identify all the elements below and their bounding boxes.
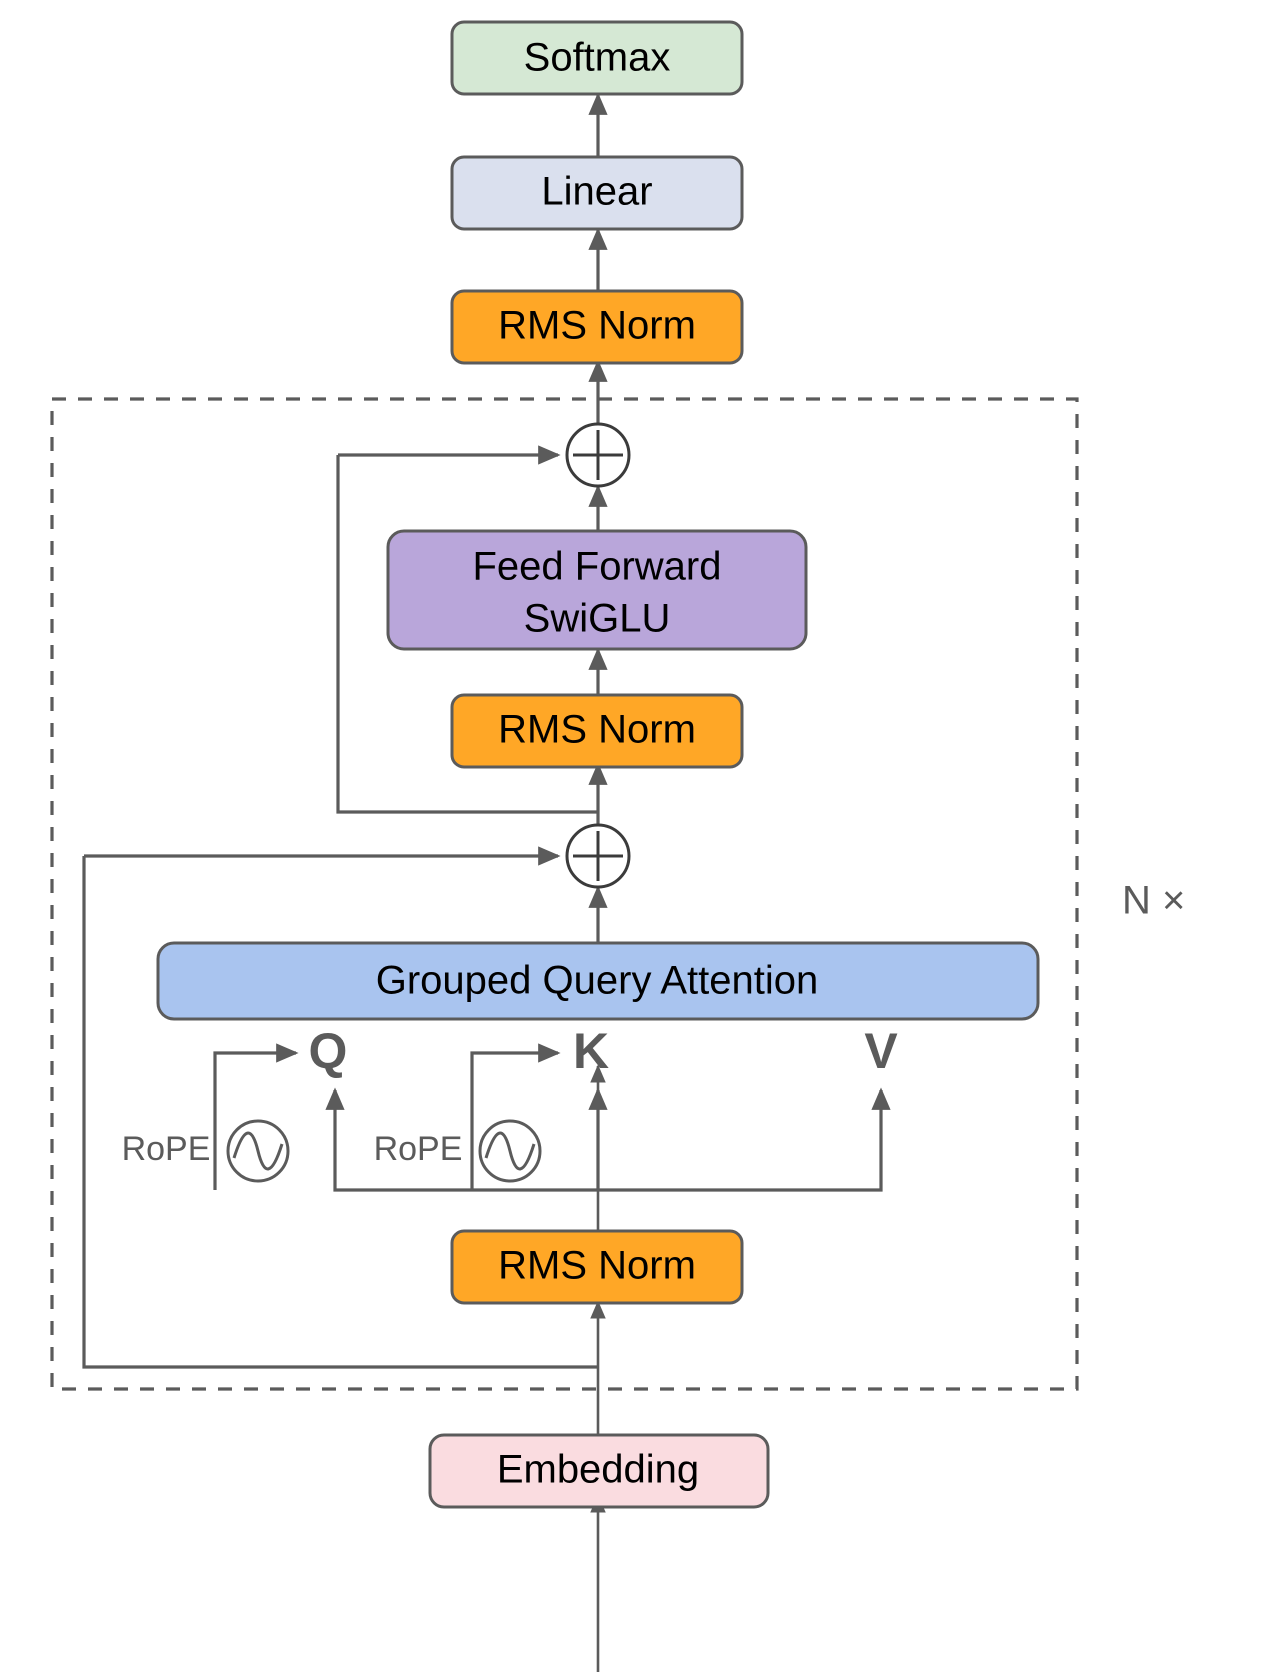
projection-label-v: V bbox=[864, 1023, 898, 1079]
edge-residual-tap-bottom bbox=[82, 856, 598, 1369]
rope-k[interactable]: RoPE bbox=[374, 1119, 542, 1183]
node-linear[interactable]: Linear bbox=[450, 155, 744, 231]
feed-forward-label-line2: SwiGLU bbox=[524, 597, 671, 641]
attention-label: Grouped Query Attention bbox=[376, 959, 819, 1003]
projection-label-q: Q bbox=[309, 1023, 348, 1079]
embedding-label: Embedding bbox=[497, 1448, 699, 1492]
edge-residual-tap-inner bbox=[336, 455, 598, 814]
node-feed-forward[interactable]: Feed Forward SwiGLU bbox=[386, 529, 808, 651]
node-rms-norm-ffn[interactable]: RMS Norm bbox=[450, 693, 744, 769]
repeat-count-label: N × bbox=[1122, 879, 1185, 923]
node-grouped-query-attention[interactable]: Grouped Query Attention bbox=[156, 941, 1040, 1021]
edge-rope-k-to-k bbox=[470, 1043, 561, 1190]
rms-norm-final-label: RMS Norm bbox=[498, 304, 696, 348]
node-embedding[interactable]: Embedding bbox=[428, 1433, 770, 1509]
rope-q-label: RoPE bbox=[122, 1130, 211, 1168]
attention-box[interactable] bbox=[156, 941, 1040, 1021]
residual-add-ffn[interactable] bbox=[565, 422, 631, 488]
rms-norm-ffn-box[interactable] bbox=[450, 693, 744, 769]
projection-label-k: K bbox=[573, 1023, 609, 1079]
linear-label: Linear bbox=[541, 170, 652, 214]
rms-norm-attn-label: RMS Norm bbox=[498, 1244, 696, 1288]
rope-k-label: RoPE bbox=[374, 1130, 463, 1168]
linear-box[interactable] bbox=[450, 155, 744, 231]
feed-forward-box[interactable] bbox=[386, 529, 808, 651]
sine-wave-path-k bbox=[484, 1131, 536, 1171]
softmax-box[interactable] bbox=[450, 20, 744, 96]
rope-q[interactable]: RoPE bbox=[122, 1119, 290, 1183]
sine-wave-path-q bbox=[232, 1131, 284, 1171]
node-rms-norm-final[interactable]: RMS Norm bbox=[450, 289, 744, 365]
rms-norm-final-box[interactable] bbox=[450, 289, 744, 365]
feed-forward-label-line1: Feed Forward bbox=[473, 545, 722, 589]
edge-bus-to-q bbox=[325, 1087, 598, 1192]
residual-add-attn[interactable] bbox=[565, 823, 631, 889]
node-rms-norm-attn[interactable]: RMS Norm bbox=[450, 1229, 744, 1305]
edge-bus-to-v bbox=[598, 1087, 891, 1192]
edge-rope-q-to-q bbox=[213, 1043, 299, 1190]
repeated-block-outline bbox=[50, 397, 1079, 1391]
softmax-label: Softmax bbox=[524, 36, 671, 80]
node-softmax[interactable]: Softmax bbox=[450, 20, 744, 96]
rms-norm-ffn-label: RMS Norm bbox=[498, 708, 696, 752]
rms-norm-attn-box[interactable] bbox=[450, 1229, 744, 1305]
embedding-box[interactable] bbox=[428, 1433, 770, 1509]
